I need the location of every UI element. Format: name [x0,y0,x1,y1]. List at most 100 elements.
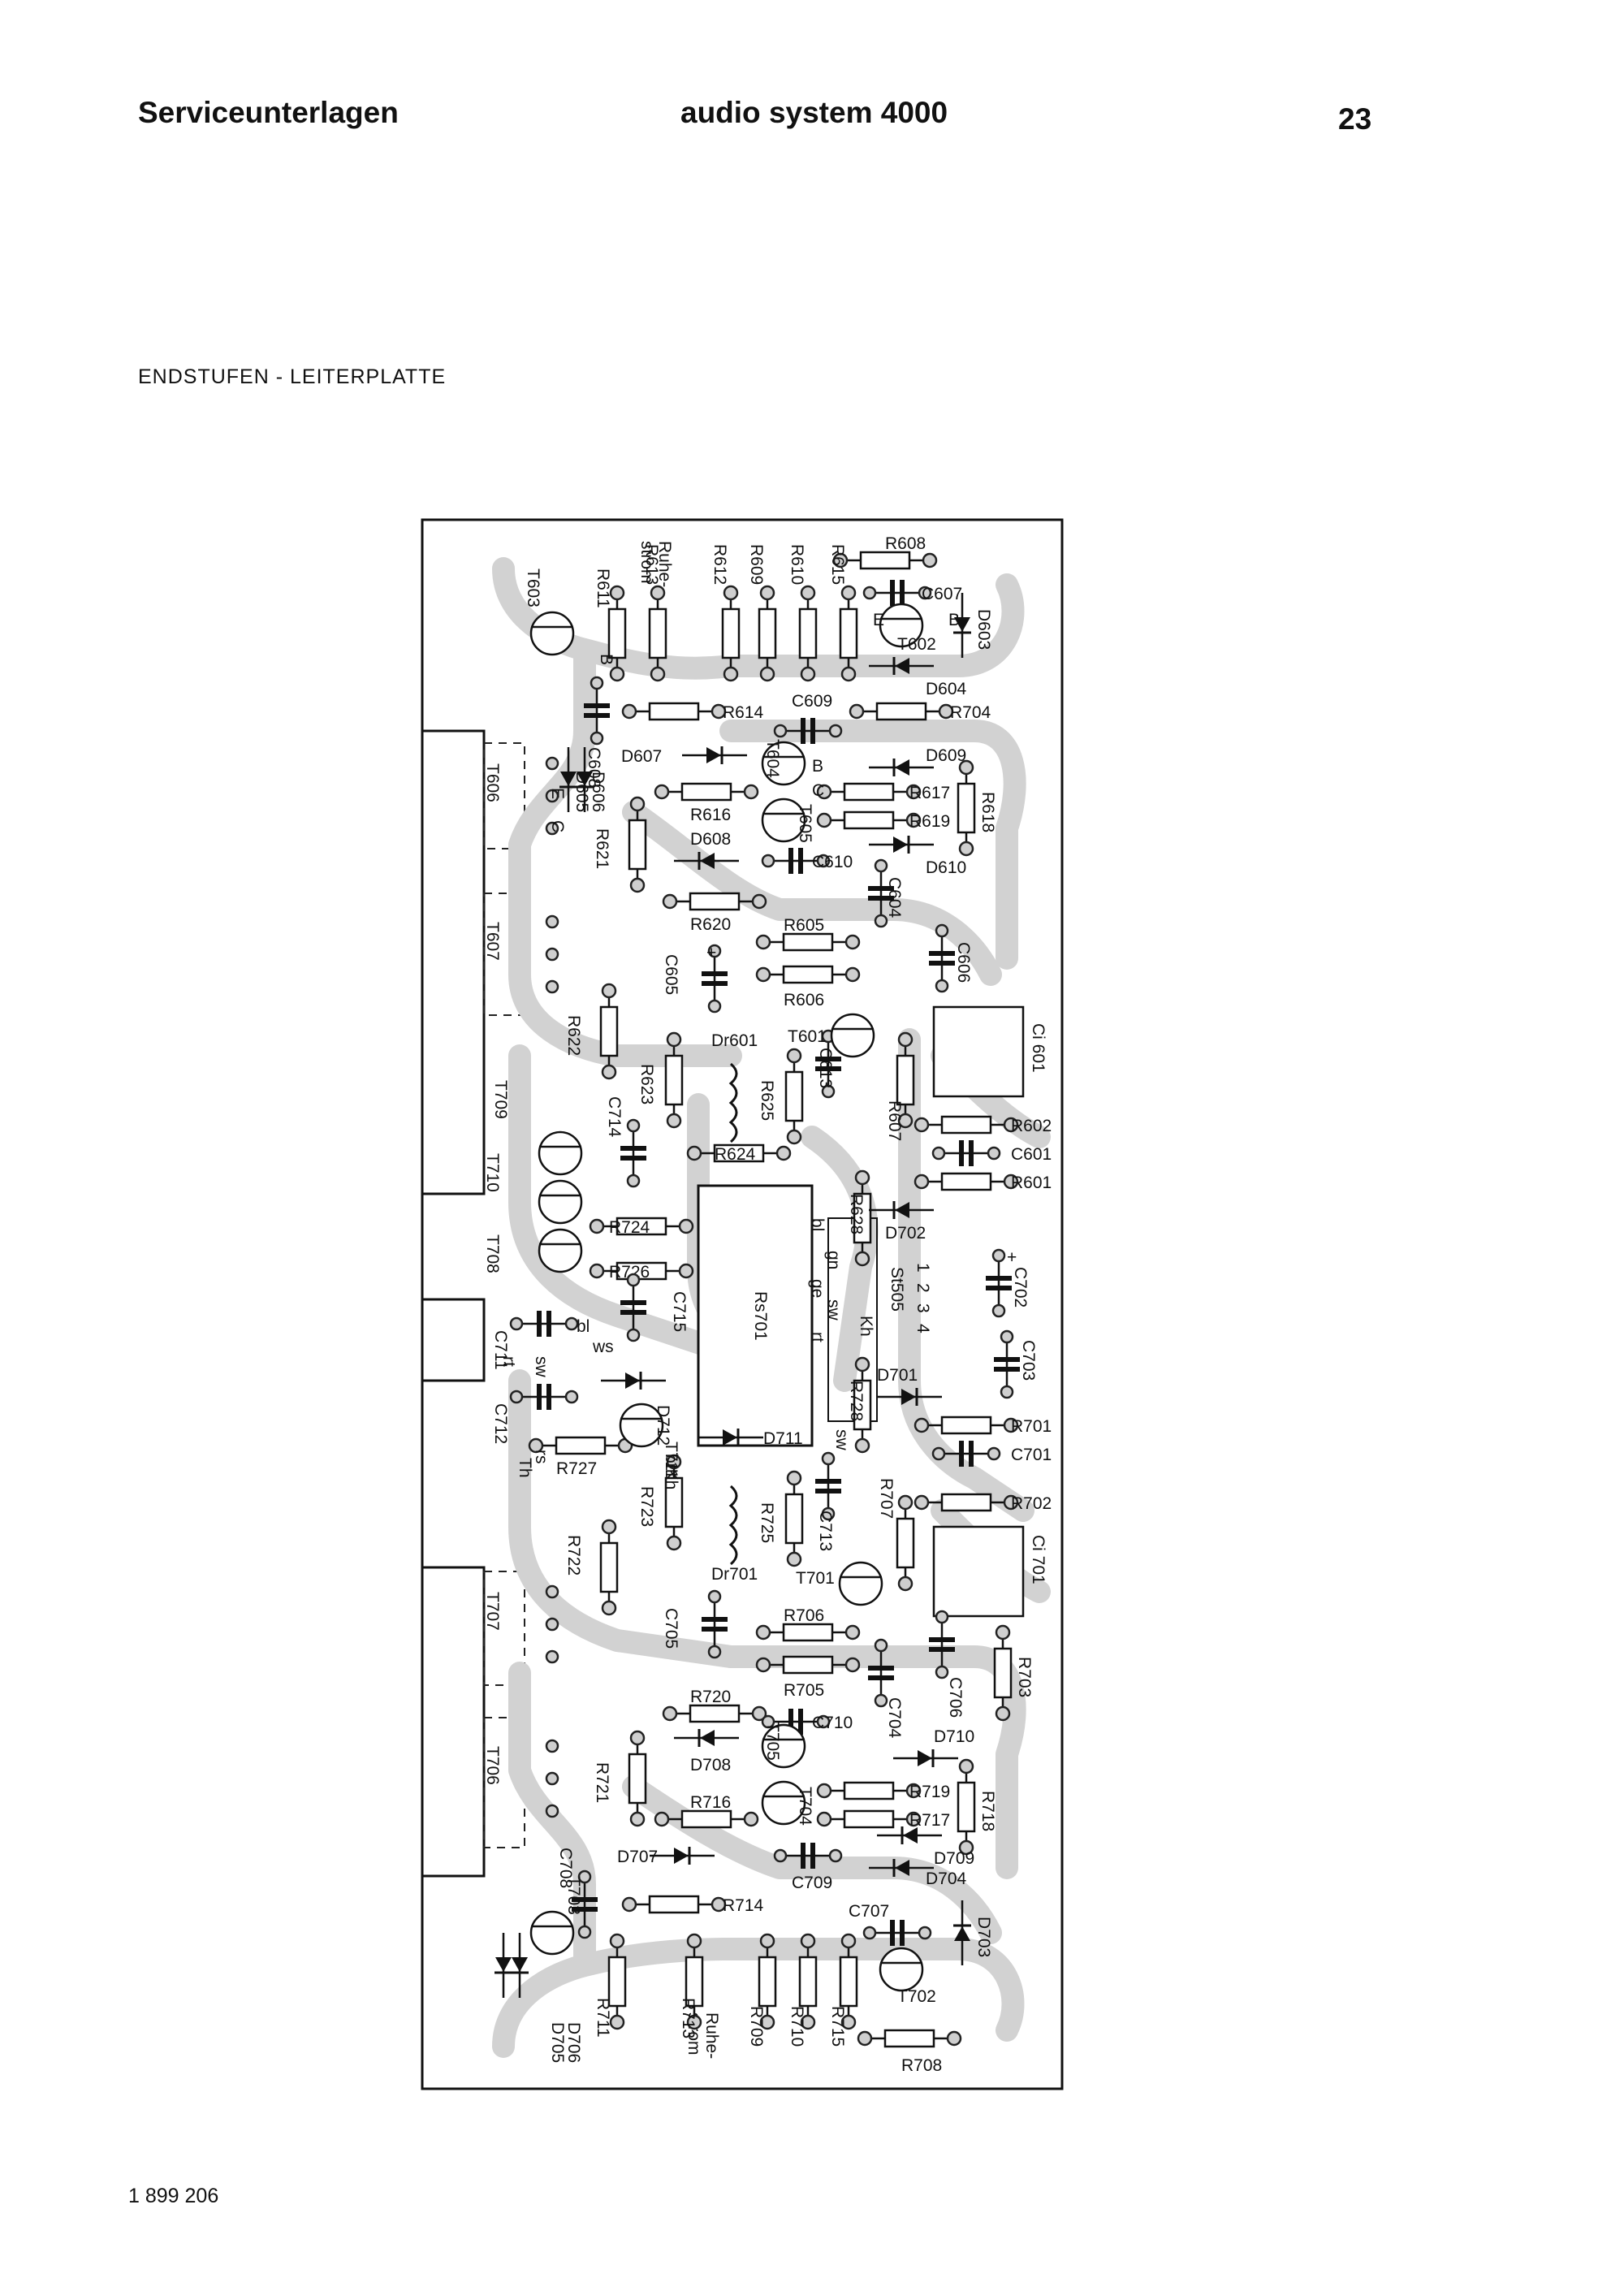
transistor-label: T604 [763,739,782,778]
pin-label: sw [832,1429,851,1451]
resistor-label: R717 [909,1811,950,1830]
resistor-label: R715 [828,2006,847,2047]
diode-d704: D704 [869,1859,967,1888]
diode-d608: D608 [674,830,739,870]
resistor-label: R703 [1015,1657,1034,1697]
resistor-r620: R620 [662,892,767,934]
diode-label: D701 [877,1366,918,1385]
diode-label: D603 [974,609,993,650]
capacitor-label: C609 [792,692,832,711]
diode-d712: D712 [601,1372,672,1446]
capacitor-label: C601 [1011,1145,1052,1164]
svg-text:Ci 601: Ci 601 [1029,1023,1047,1073]
resistor-r724: R724 [589,1217,694,1237]
capacitor-c707: C707 [849,1902,932,1946]
pin-label: 2 [914,1283,932,1293]
capacitor-c712: C712 [491,1384,579,1444]
capacitor-label: C708 [556,1848,575,1888]
resistor-r619: R619 [816,810,950,831]
diode-d709: D709 [877,1826,974,1868]
diode-d603: D603 [953,593,993,658]
resistor-r622: R622 [564,983,619,1080]
choke-dr701: Dr701 [711,1565,758,1584]
choke-dr601-coil [728,1062,738,1143]
pin-label: B [948,611,960,629]
transistor-label: T706 [483,1746,502,1785]
resistor-label: R704 [950,703,991,722]
resistor-r607: R607 [885,1031,915,1141]
resistor-r714: R714 [621,1895,764,1915]
resistor-r702: R702 [914,1493,1052,1513]
diode-label: D710 [934,1727,974,1746]
transistor-t702: T702 [879,1947,936,2006]
transistor-t606: T606 [483,756,559,836]
resistor-label: R720 [690,1688,731,1706]
capacitor-c607: C607 [862,580,962,606]
capacitor-label: C713 [816,1511,835,1551]
pin-label: C [812,781,824,800]
pin-label: sw [532,1356,551,1378]
resistor-label: R714 [723,1896,764,1915]
diode-label: D607 [621,747,662,766]
pin-label: 3 [914,1303,932,1313]
capacitor-label: C606 [954,942,973,983]
transistor-t607: T607 [483,914,559,994]
capacitor-c705: C705 [662,1589,728,1659]
pin-label: C [548,820,567,832]
resistor-r623: R623 [637,1031,684,1129]
document-code: 1 899 206 [128,2185,219,2207]
page-number: 23 [1338,102,1372,136]
resistor-r725: R725 [758,1470,804,1567]
resistor-r717: R717 [816,1809,950,1830]
resistor-r614: R614 [621,702,764,722]
resistor-label: R723 [637,1486,656,1527]
capacitor-label: C702 [1011,1267,1030,1308]
resistor-label: R621 [593,828,611,869]
resistor-label: R713 [679,1998,698,2038]
diode-label: D708 [690,1756,731,1774]
resistor-r719: R719 [816,1781,950,1801]
resistor-label: R613 [642,544,661,585]
resistor-r625: R625 [758,1048,804,1145]
resistor-r707: R707 [877,1478,915,1592]
resistor-label: R706 [784,1606,824,1625]
transistor-label: T709 [491,1080,510,1119]
resistor-label: R709 [747,2006,766,2047]
capacitor-label: C701 [1011,1446,1052,1464]
transistor-t701: T701 [796,1561,883,1606]
capacitor-label: C610 [812,853,853,871]
capacitor-label: C608 [585,747,603,788]
diode-d606: D606 [576,747,607,812]
resistor-label: R701 [1011,1417,1052,1436]
resistor-r613: R613 [642,544,667,682]
resistor-label: R607 [885,1100,904,1141]
capacitor-c713: C713 [815,1451,841,1551]
transistor-t704: T704 [761,1780,814,1826]
resistor-r616: R616 [654,782,759,824]
diode-d711: D711 [698,1429,803,1448]
capacitor-label: C715 [670,1291,689,1332]
pin-label: 4 [914,1324,932,1334]
resistor-label: R719 [909,1783,950,1801]
pin-label: rs [532,1450,551,1464]
resistor-r606: R606 [755,965,861,1009]
diode-d705: D705 [495,1933,567,2063]
resistor-label: R708 [901,2056,942,2075]
resistor-r618: R618 [957,759,997,857]
capacitor-label: C607 [922,585,962,603]
capacitor-c714: C714 [605,1096,646,1188]
capacitor-c610: C610 [761,848,853,874]
transistor-label: T702 [897,1987,936,2006]
capacitor-c701: C701 [931,1441,1052,1467]
resistor-label: R625 [758,1080,776,1121]
resistor-r728: R728 [847,1356,872,1454]
resistor-label: R702 [1011,1494,1052,1513]
transistor-label: T607 [483,922,502,961]
transistor-label: T603 [524,568,542,607]
transistor-t708: T708 [483,1228,583,1273]
capacitor-c601: C601 [931,1140,1052,1166]
ruhestrom-label-top: Ruhe- [655,541,674,587]
resistor-label: R710 [788,2006,806,2047]
